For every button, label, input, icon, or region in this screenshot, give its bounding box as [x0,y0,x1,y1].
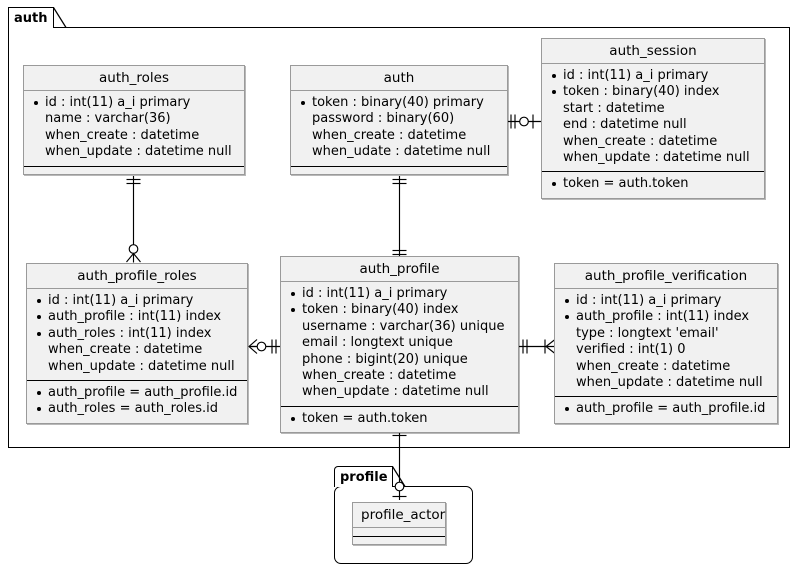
field-row: when_update : datetime null [302,384,489,400]
relationship-auth-auth_session [506,114,542,129]
entity-auth-relations [291,165,507,174]
entity-auth_profile-relations: token = auth.token [281,405,518,433]
field-row: when_create : datetime [302,368,457,384]
package-auth-tab: auth [8,7,54,28]
field-row: when_create : datetime [48,342,203,358]
field-row: auth_roles : int(11) index [35,326,239,342]
field-row: id : int(11) a_i primary [563,293,769,309]
field-row: token : binary(40) index [289,302,510,318]
relation-row: token = auth.token [289,411,510,427]
entity-auth[interactable]: auth token : binary(40) primary password… [290,65,508,175]
relation-row: auth_profile = auth_profile.id [35,385,239,401]
field-row: id : int(11) a_i primary [32,95,236,111]
relationship-auth_profile-auth_profile_verification [519,339,556,354]
entity-auth_roles-fields: id : int(11) a_i primary name : varchar(… [24,91,244,166]
relation-row: token = auth.token [550,176,756,192]
entity-auth_profile_verification[interactable]: auth_profile_verification id : int(11) a… [554,263,778,424]
field-row: id : int(11) a_i primary [35,293,239,309]
field-row: phone : bigint(20) unique [302,351,468,367]
field-row: when_update : datetime null [576,375,763,391]
entity-auth_profile_roles-title: auth_profile_roles [27,264,247,289]
entity-auth_session-title: auth_session [542,39,764,64]
package-auth-tab-slant [52,7,67,28]
field-row: id : int(11) a_i primary [289,286,510,302]
entity-auth_roles[interactable]: auth_roles id : int(11) a_i primary name… [23,65,245,175]
field-row: email : longtext unique [302,335,453,351]
relationship-auth_profile_roles-auth_profile [248,339,281,354]
package-auth-label: auth [14,10,48,26]
field-row: username : varchar(36) unique [302,318,505,334]
entity-auth_session-fields: id : int(11) a_i primary token : binary(… [542,64,764,172]
field-row: when_create : datetime [563,133,718,149]
field-row: name : varchar(36) [45,111,171,127]
field-row: auth_profile : int(11) index [563,309,769,325]
field-row: when_udate : datetime null [312,144,491,160]
entity-auth_profile_verification-fields: id : int(11) a_i primary auth_profile : … [555,289,777,397]
field-row: token : binary(40) index [550,84,756,100]
entity-profile_actor-fields [353,528,445,536]
field-row: when_update : datetime null [45,144,232,160]
relation-row: auth_roles = auth_roles.id [35,401,239,417]
entity-auth_session-relations: token = auth.token [542,171,764,198]
entity-profile_actor[interactable]: profile_actor [352,502,446,545]
field-row: id : int(11) a_i primary [550,68,756,84]
entity-auth_profile[interactable]: auth_profile id : int(11) a_i primary to… [280,256,519,434]
field-row: when_update : datetime null [48,358,235,374]
field-row: when_create : datetime [576,358,731,374]
package-profile-label: profile [340,469,388,485]
field-row: password : binary(60) [312,111,455,127]
entity-auth_profile_roles-relations: auth_profile = auth_profile.id auth_role… [27,380,247,423]
field-row: when_create : datetime [312,127,467,143]
entity-auth_profile_roles-fields: id : int(11) a_i primary auth_profile : … [27,289,247,381]
package-profile-tab-slant [391,466,406,487]
field-row: when_update : datetime null [563,150,750,166]
entity-profile_actor-title: profile_actor [353,503,445,528]
relationship-auth-auth_profile [392,176,407,258]
field-row: when_create : datetime [45,127,200,143]
field-row: auth_profile : int(11) index [35,309,239,325]
relationship-auth_roles-auth_profile_roles [126,176,141,263]
entity-auth_session[interactable]: auth_session id : int(11) a_i primary to… [541,38,765,199]
relation-row: auth_profile = auth_profile.id [563,401,769,417]
field-row: end : datetime null [563,117,687,133]
field-row: type : longtext 'email' [576,325,719,341]
entity-auth_profile_verification-relations: auth_profile = auth_profile.id [555,396,777,423]
entity-auth-title: auth [291,66,507,91]
entity-auth_profile_verification-title: auth_profile_verification [555,264,777,289]
entity-auth_profile_roles[interactable]: auth_profile_roles id : int(11) a_i prim… [26,263,248,424]
entity-auth_roles-title: auth_roles [24,66,244,91]
entity-auth_profile-title: auth_profile [281,257,518,282]
field-row: token : binary(40) primary [299,95,499,111]
field-row: verified : int(1) 0 [576,342,686,358]
package-profile: profile [334,466,473,564]
entity-profile_actor-relations [353,536,445,544]
entity-auth_profile-fields: id : int(11) a_i primary token : binary(… [281,282,518,406]
relationship-auth_profile-profile_actor [392,428,407,500]
field-row: start : datetime [563,100,665,116]
entity-auth_roles-relations [24,165,244,174]
package-profile-tab: profile [334,466,393,487]
entity-auth-fields: token : binary(40) primary password : bi… [291,91,507,166]
